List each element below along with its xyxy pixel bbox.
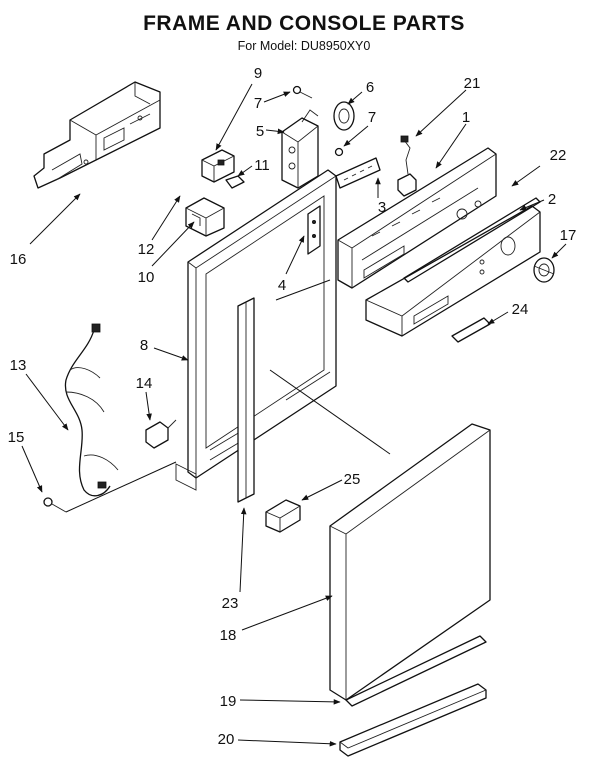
part-7-screw-upper bbox=[292, 85, 313, 99]
callout-7-lower: 7 bbox=[368, 109, 376, 126]
part-5-latch-mechanism bbox=[281, 109, 319, 189]
part-14-door-switch bbox=[145, 419, 177, 449]
callout-23: 23 bbox=[222, 595, 239, 612]
part-19-lower-trim bbox=[345, 635, 487, 707]
callout-11: 11 bbox=[254, 157, 270, 174]
callout-19: 19 bbox=[220, 693, 237, 710]
part-8-door-frame bbox=[175, 169, 337, 491]
callout-22: 22 bbox=[550, 147, 567, 164]
callout-25: 25 bbox=[344, 471, 361, 488]
part-4-hinge-bracket bbox=[307, 205, 321, 255]
part-17-knob bbox=[533, 257, 555, 283]
callout-2: 2 bbox=[548, 191, 556, 208]
callout-24: 24 bbox=[512, 301, 529, 318]
part-6-knob-cam bbox=[333, 101, 355, 131]
part-20-toe-strip bbox=[339, 683, 487, 757]
callout-20: 20 bbox=[218, 731, 235, 748]
part-7-screw-lower bbox=[334, 147, 344, 157]
callout-15: 15 bbox=[8, 429, 25, 446]
callout-labels: 1 2 3 4 5 6 7 7 8 9 10 11 12 13 14 15 16… bbox=[8, 65, 577, 748]
part-21-switch bbox=[397, 135, 417, 197]
callout-6: 6 bbox=[366, 79, 374, 96]
callout-13: 13 bbox=[10, 357, 27, 374]
callout-10: 10 bbox=[138, 269, 155, 286]
callout-16: 16 bbox=[10, 251, 27, 268]
part-13-wire-harness bbox=[64, 323, 119, 497]
callout-leaders bbox=[21, 83, 567, 747]
diagram-subtitle: For Model: DU8950XY0 bbox=[238, 39, 371, 53]
part-18-outer-door-panel bbox=[329, 423, 491, 701]
callout-18: 18 bbox=[220, 627, 237, 644]
part-3-console-bracket bbox=[335, 157, 381, 189]
part-10-latch-bracket bbox=[185, 197, 225, 237]
part-9-switch-assembly bbox=[201, 149, 235, 183]
callout-7-upper: 7 bbox=[254, 95, 262, 112]
part-2-control-panel bbox=[365, 205, 541, 337]
part-11-wire-connector bbox=[225, 175, 245, 189]
part-15-screw bbox=[43, 497, 67, 513]
callout-17: 17 bbox=[560, 227, 577, 244]
callout-12: 12 bbox=[138, 241, 155, 258]
callout-4: 4 bbox=[278, 277, 286, 294]
callout-21: 21 bbox=[464, 75, 481, 92]
callout-5: 5 bbox=[256, 123, 264, 140]
callout-14: 14 bbox=[136, 375, 153, 392]
callout-3: 3 bbox=[378, 199, 386, 216]
callout-9: 9 bbox=[254, 65, 262, 82]
part-16-top-bracket bbox=[33, 81, 161, 189]
part-1-console-panel bbox=[337, 147, 497, 289]
callout-1: 1 bbox=[462, 109, 470, 126]
part-23-door-seal bbox=[237, 297, 255, 503]
callout-8: 8 bbox=[140, 337, 148, 354]
part-24-label-plate bbox=[451, 317, 491, 343]
assembly-guide-lines bbox=[65, 279, 391, 513]
diagram-title: FRAME AND CONSOLE PARTS bbox=[143, 12, 465, 35]
part-25-clip bbox=[265, 499, 301, 533]
